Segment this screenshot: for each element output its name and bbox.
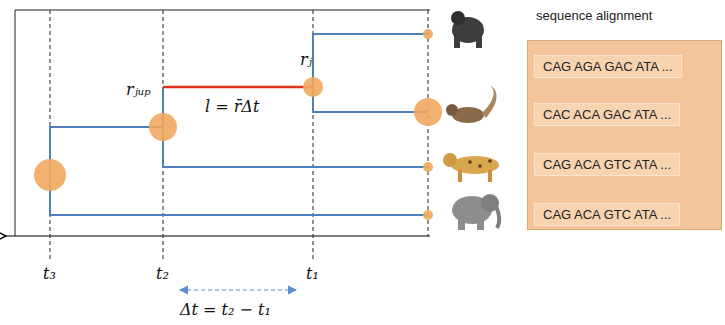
time-label: t₁	[306, 264, 319, 283]
elephant-icon	[452, 194, 499, 230]
alignment-box: sequence alignmentCAG AGA GAC ATA ...CAC…	[527, 40, 722, 230]
sequence-row: CAC ACA GAC ATA ...	[534, 103, 680, 126]
sequence-row: CAG ACA GTC ATA ...	[534, 203, 680, 226]
sequence-row: CAG AGA GAC ATA ...	[534, 55, 682, 78]
sequence-row: CAG ACA GTC ATA ...	[534, 153, 680, 176]
interval-formula: Δt = t₂ − t₁	[180, 300, 271, 319]
time-label: t₂	[156, 264, 169, 283]
squirrel-icon	[446, 85, 497, 123]
branch-length-formula: l = r̄Δt	[205, 97, 259, 116]
rate-label: rⱼ	[300, 50, 312, 69]
leopard-icon	[443, 153, 499, 182]
time-label: t₃	[43, 264, 56, 283]
rate-label: rⱼᵤₚ	[126, 80, 151, 99]
gorilla-icon	[451, 11, 484, 48]
alignment-heading: sequence alignment	[536, 8, 652, 23]
